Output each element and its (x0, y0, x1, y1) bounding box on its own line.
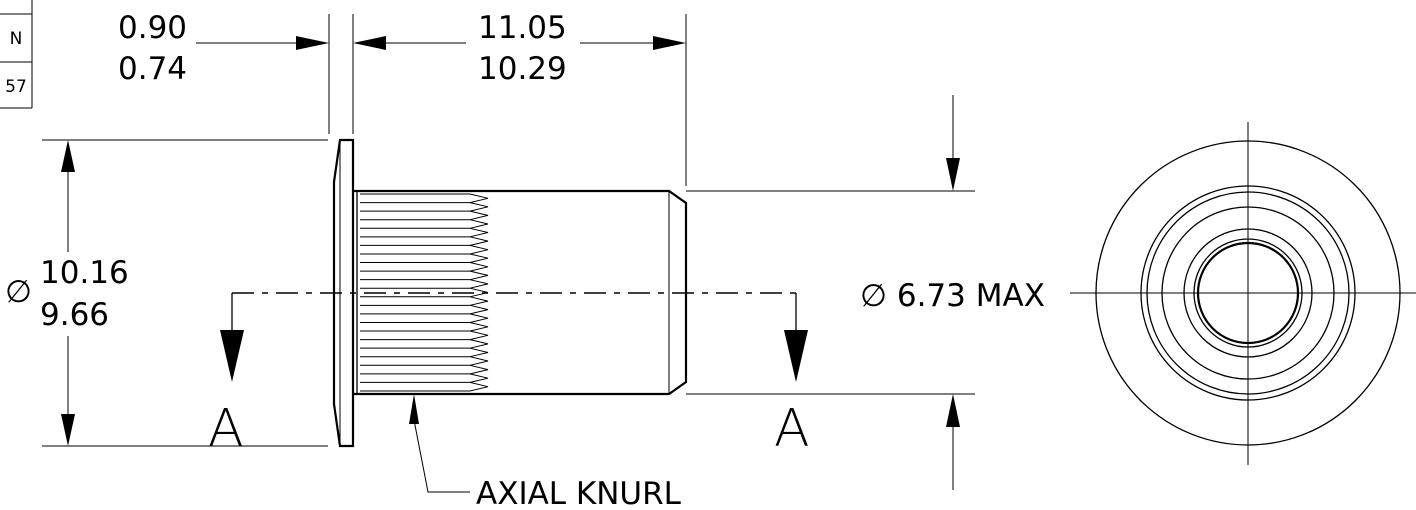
section-label-right: A (774, 399, 810, 459)
knurl-label: AXIAL KNURL (476, 476, 682, 510)
title-block-cell-1: N (10, 29, 23, 49)
body-length-dimension: 11.05 10.29 (386, 10, 687, 186)
section-label-left: A (208, 399, 244, 459)
body-diameter-label: ∅ 6.73 MAX (860, 278, 1045, 314)
axial-knurl (360, 193, 489, 392)
title-block-cell-2: 57 (5, 77, 27, 97)
section-arrow-right (784, 330, 808, 382)
title-block: N 57 (0, 0, 33, 109)
rivet-nut-end-view (1070, 122, 1416, 465)
diameter-symbol-icon: ∅ (5, 274, 32, 310)
flange-thickness-min: 0.74 (118, 51, 187, 87)
body-diameter-dimension: ∅ 6.73 MAX (686, 95, 1045, 490)
flange-diameter-max: 10.16 (40, 255, 129, 291)
body-length-min: 10.29 (478, 51, 567, 87)
section-line: A A (208, 292, 810, 459)
body-length-max: 11.05 (478, 10, 567, 46)
flange-thickness-max: 0.90 (118, 10, 187, 46)
knurl-callout: AXIAL KNURL (409, 394, 682, 510)
flange-thickness-dimension: 0.90 0.74 (118, 10, 386, 134)
section-arrow-left (220, 330, 244, 382)
flange-diameter-dimension: ∅ 10.16 9.66 (5, 139, 328, 447)
flange-diameter-min: 9.66 (40, 297, 109, 333)
